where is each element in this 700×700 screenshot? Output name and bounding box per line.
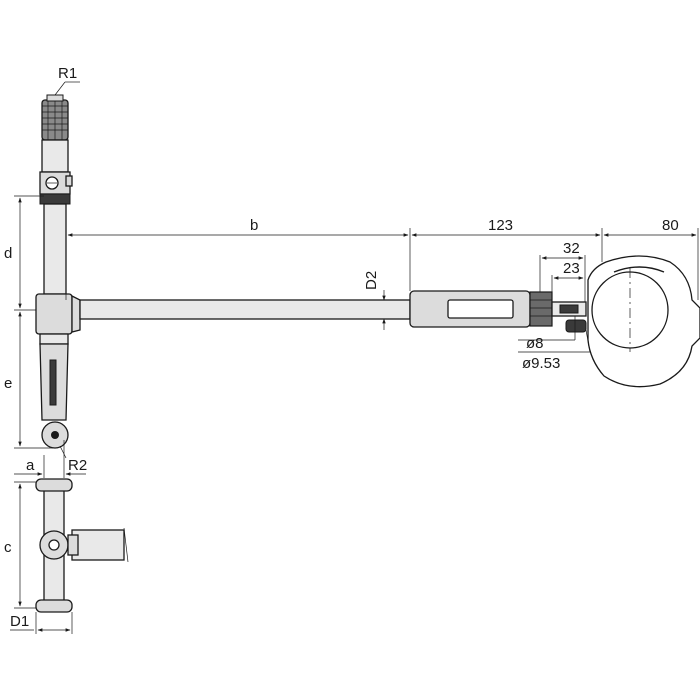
label-c: c	[4, 539, 12, 556]
junction-block	[35, 293, 73, 335]
setting-ring	[587, 255, 700, 388]
label-a: a	[26, 457, 35, 474]
label-phi9-53: ø9.53	[522, 355, 560, 372]
label-d1: D1	[10, 613, 29, 630]
knurled-collar	[529, 291, 553, 327]
label-d2: D2	[363, 271, 380, 290]
extension-rod	[79, 290, 587, 333]
label-r2: R2	[68, 457, 87, 474]
vertical-tube	[43, 203, 67, 295]
upper-tube	[41, 139, 69, 173]
grip-assembly	[35, 94, 81, 449]
label-e: e	[4, 375, 12, 392]
label-80: 80	[662, 217, 679, 234]
label-32: 32	[563, 240, 580, 257]
label-23: 23	[563, 260, 580, 277]
label-phi8: ø8	[526, 335, 544, 352]
label-d: d	[4, 245, 12, 262]
label-r1: R1	[58, 65, 77, 82]
lower-grip	[39, 333, 69, 345]
dimension-lines	[10, 81, 699, 634]
cross-section-view	[35, 478, 129, 613]
dimension-labels: R1 d b 123 80 32 23 D2 e ø8 ø9.53 a R2 c…	[4, 65, 679, 630]
label-b: b	[250, 217, 258, 234]
label-123: 123	[488, 217, 513, 234]
